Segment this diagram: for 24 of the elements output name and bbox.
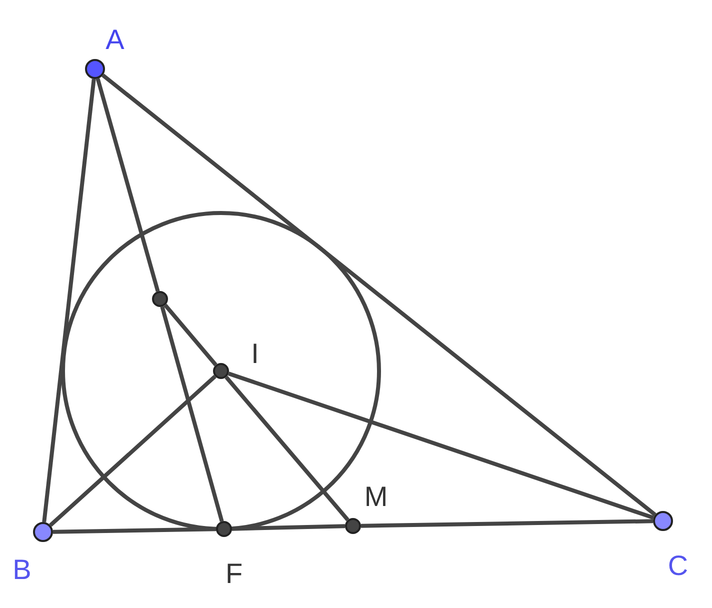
line-segment [52, 527, 216, 534]
line-segment [96, 78, 160, 292]
line-segment [228, 372, 654, 520]
point-label: M [364, 483, 388, 511]
line-segment [164, 304, 218, 366]
point-label: F [225, 560, 243, 588]
line-segment [232, 524, 346, 531]
point-dot [152, 291, 168, 307]
point-dot [653, 511, 673, 531]
line-segment [49, 374, 216, 527]
point-dot [345, 518, 361, 534]
point-dot [33, 522, 53, 542]
line-segment [42, 78, 96, 522]
point-label: B [12, 556, 32, 584]
line-segment [360, 519, 654, 528]
point-label: I [251, 340, 259, 368]
point-dot [85, 59, 105, 79]
point-dot [213, 363, 229, 379]
line-segment [224, 376, 350, 522]
point-label: C [668, 552, 688, 580]
point-dot [216, 521, 232, 537]
point-label: A [106, 26, 124, 54]
line-segment [160, 306, 224, 522]
line-segment [102, 74, 656, 516]
